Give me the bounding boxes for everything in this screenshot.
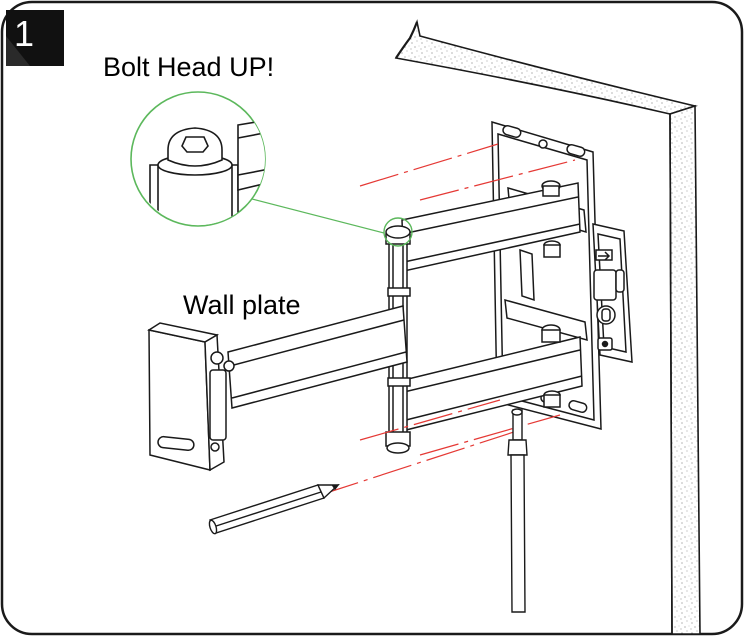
upper-arm bbox=[401, 180, 581, 272]
wall-plate-label: Wall plate bbox=[183, 290, 301, 320]
step-number: 1 bbox=[14, 13, 35, 54]
level-tool bbox=[592, 223, 633, 363]
step-badge bbox=[6, 10, 64, 66]
marking-lines bbox=[319, 143, 576, 496]
front-arm bbox=[227, 305, 408, 409]
bolt-head-callout-label: Bolt Head UP! bbox=[103, 52, 275, 82]
pencil-icon bbox=[208, 483, 340, 535]
magnifier-circle bbox=[130, 91, 413, 247]
tv-bracket bbox=[147, 322, 235, 472]
wall bbox=[394, 19, 701, 635]
screwdriver-icon bbox=[507, 408, 528, 613]
lower-arm bbox=[403, 324, 583, 431]
